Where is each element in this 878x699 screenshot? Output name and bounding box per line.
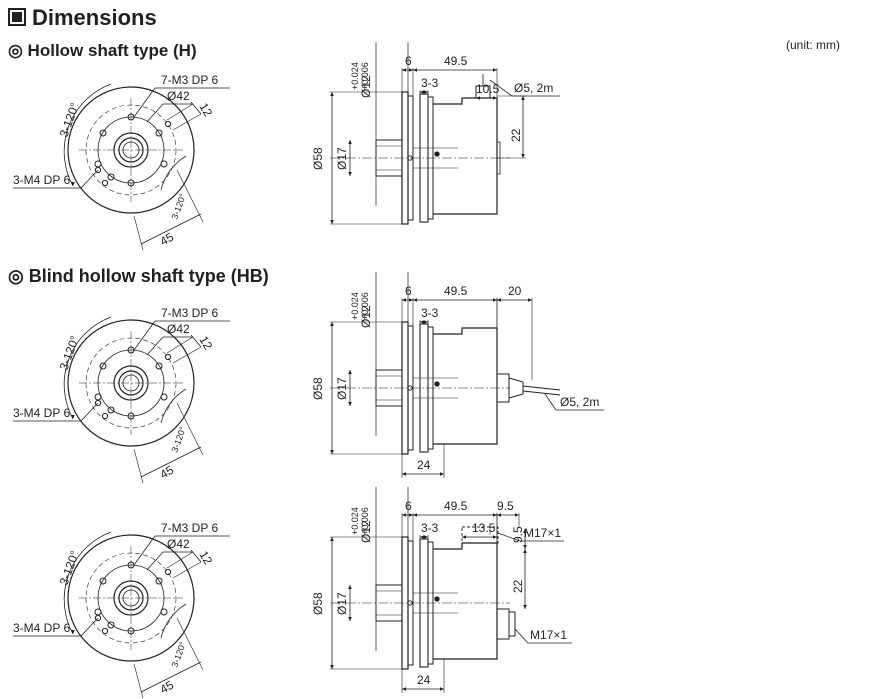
angle-label-right-0: 3-120° <box>169 192 188 221</box>
hole-callout-top-1: 7-M3 DP 6 <box>161 306 218 320</box>
dim-49-5-label-1: 49.5 <box>444 284 468 298</box>
dim-3-3-label-0: 3-3 <box>421 76 439 90</box>
cable-label-0: Ø5, 2m <box>514 81 553 95</box>
page-title: Dimensions <box>8 5 157 31</box>
dia-58-label-0: Ø58 <box>311 147 325 170</box>
connector-bottom-label-2: M17×1 <box>530 628 567 642</box>
hole-callout-top-0: 7-M3 DP 6 <box>161 73 218 87</box>
dim-9-5-label-2: 9.5 <box>497 499 514 513</box>
dim-10-5-label-0: 10.5 <box>476 82 500 96</box>
hole-callout-bottom-2: 3-M4 DP 6 <box>13 621 70 635</box>
front-view-1: 3-120° 3-120° 7-M3 DP 6 Ø42 12 45 3-M4 DP 6 <box>13 306 230 484</box>
angle-label-left-2: 3-120° <box>57 549 82 587</box>
angle-label-right-2: 3-120° <box>169 640 188 669</box>
dim-45-label-0: 45 <box>158 230 177 249</box>
dim-12-label-1: 12 <box>196 334 215 353</box>
dim-9-5-v-label-2: 9.5 <box>511 526 525 543</box>
hole-callout-top-2: 7-M3 DP 6 <box>161 521 218 535</box>
unit-note: (unit: mm) <box>786 38 840 52</box>
hole-callout-bottom-1: 3-M4 DP 6 <box>13 406 70 420</box>
cable-label-1: Ø5, 2m <box>560 395 599 409</box>
dim-12-label-0: 12 <box>196 101 215 120</box>
dim-22-label-0: 22 <box>509 128 523 142</box>
dim-49-5-label-0: 49.5 <box>444 54 468 68</box>
hole-callout-bottom-0: 3-M4 DP 6 <box>13 173 70 187</box>
connector-top-label-2: M17×1 <box>524 526 561 540</box>
dim-6-label-1: 6 <box>405 284 412 298</box>
bore-tol-lower-0: +0.006 <box>360 62 370 90</box>
section-title-blind-hollow: ◎ Blind hollow shaft type (HB) <box>8 266 269 286</box>
bolt-circle-label-1: Ø42 <box>167 322 190 336</box>
bolt-circle-label-0: Ø42 <box>167 89 190 103</box>
dia-17-label-2: Ø17 <box>335 592 349 615</box>
dim-45-label-1: 45 <box>158 463 177 482</box>
dim-22-label-2: 22 <box>511 579 525 593</box>
dim-20-label-1: 20 <box>508 284 522 298</box>
bore-tol-lower-1: +0.006 <box>360 292 370 320</box>
dia-58-label-2: Ø58 <box>311 592 325 615</box>
bore-tol-upper-0: +0.024 <box>350 62 360 90</box>
bore-tol-upper-1: +0.024 <box>350 292 360 320</box>
dia-58-label-1: Ø58 <box>311 377 325 400</box>
section-title-hollow: ◎ Hollow shaft type (H) <box>8 41 197 60</box>
bore-tol-lower-2: +0.006 <box>360 507 370 535</box>
dim-24-label-1: 24 <box>417 458 431 472</box>
angle-label-left-1: 3-120° <box>57 334 82 372</box>
front-view-0: 3-120° 3-120° 7-M3 DP 6 Ø42 12 45 3-M4 DP 6 <box>13 73 230 251</box>
dia-17-label-0: Ø17 <box>335 147 349 170</box>
dim-13-5-label-2: 13.5 <box>472 521 496 535</box>
dim-49-5-label-2: 49.5 <box>444 499 468 513</box>
dim-3-3-label-2: 3-3 <box>421 521 439 535</box>
dim-45-label-2: 45 <box>158 678 177 697</box>
front-view-2: 3-120° 3-120° 7-M3 DP 6 Ø42 12 45 3-M4 DP 6 <box>13 521 230 699</box>
bolt-circle-label-2: Ø42 <box>167 537 190 551</box>
dim-3-3-label-1: 3-3 <box>421 306 439 320</box>
dia-17-label-1: Ø17 <box>335 377 349 400</box>
dim-6-label-0: 6 <box>405 54 412 68</box>
mounting-holes-0 <box>94 113 172 187</box>
dim-6-label-2: 6 <box>405 499 412 513</box>
angle-label-right-1: 3-120° <box>169 425 188 454</box>
dim-24-label-2: 24 <box>417 673 431 687</box>
dim-12-label-2: 12 <box>196 549 215 568</box>
bore-tol-upper-2: +0.024 <box>350 507 360 535</box>
square-bullet-icon <box>8 8 26 26</box>
angle-label-left-0: 3-120° <box>57 101 82 139</box>
page-title-text: Dimensions <box>32 5 157 30</box>
mounting-holes-1 <box>94 346 172 420</box>
